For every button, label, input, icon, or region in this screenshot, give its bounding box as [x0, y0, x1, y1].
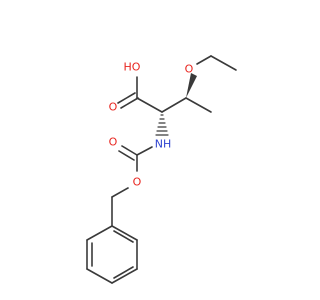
ring-bond-6	[86, 225, 113, 241]
bond-carbamate-co-double-a	[121, 145, 138, 156]
bond-ethyl-ch2-ch3	[210, 55, 237, 71]
bond-cbeta-methyl	[185, 97, 212, 113]
stereo-hashed-wedge	[155, 114, 169, 136]
bond-c1-calpha	[136, 97, 163, 113]
bond-carbamate-co-double-b	[118, 150, 135, 161]
bond-ether-o-ch2	[196, 55, 212, 65]
atom-label-carbamate-carbonyl-oxygen: O	[109, 136, 118, 149]
atom-label-carbamate-ester-oxygen: O	[133, 176, 142, 189]
ring-bond-4	[86, 268, 113, 284]
bond-calpha-cbeta	[161, 97, 187, 113]
ring-inner-bond-1	[113, 230, 134, 243]
structure-diagram: HO O O NH O O	[86, 55, 237, 284]
bond-c1-o-double-b	[117, 92, 136, 104]
ring-inner-bond-2	[113, 266, 134, 279]
atom-label-acid-carbonyl-oxygen: O	[109, 101, 118, 114]
bond-ester-o-benzyl-ch2	[111, 187, 129, 198]
atom-label-amine-nh: NH	[155, 138, 172, 151]
atom-label-ether-oxygen: O	[185, 63, 194, 76]
atom-label-hydroxyl: HO	[124, 61, 141, 74]
stereo-solid-wedge	[186, 73, 197, 98]
bond-nh-carbamate-c	[136, 146, 153, 156]
ring-bond-3	[111, 268, 138, 284]
bond-group	[86, 55, 237, 284]
ring-bond-1	[111, 225, 138, 241]
bond-c1-o-double-a	[120, 97, 139, 109]
